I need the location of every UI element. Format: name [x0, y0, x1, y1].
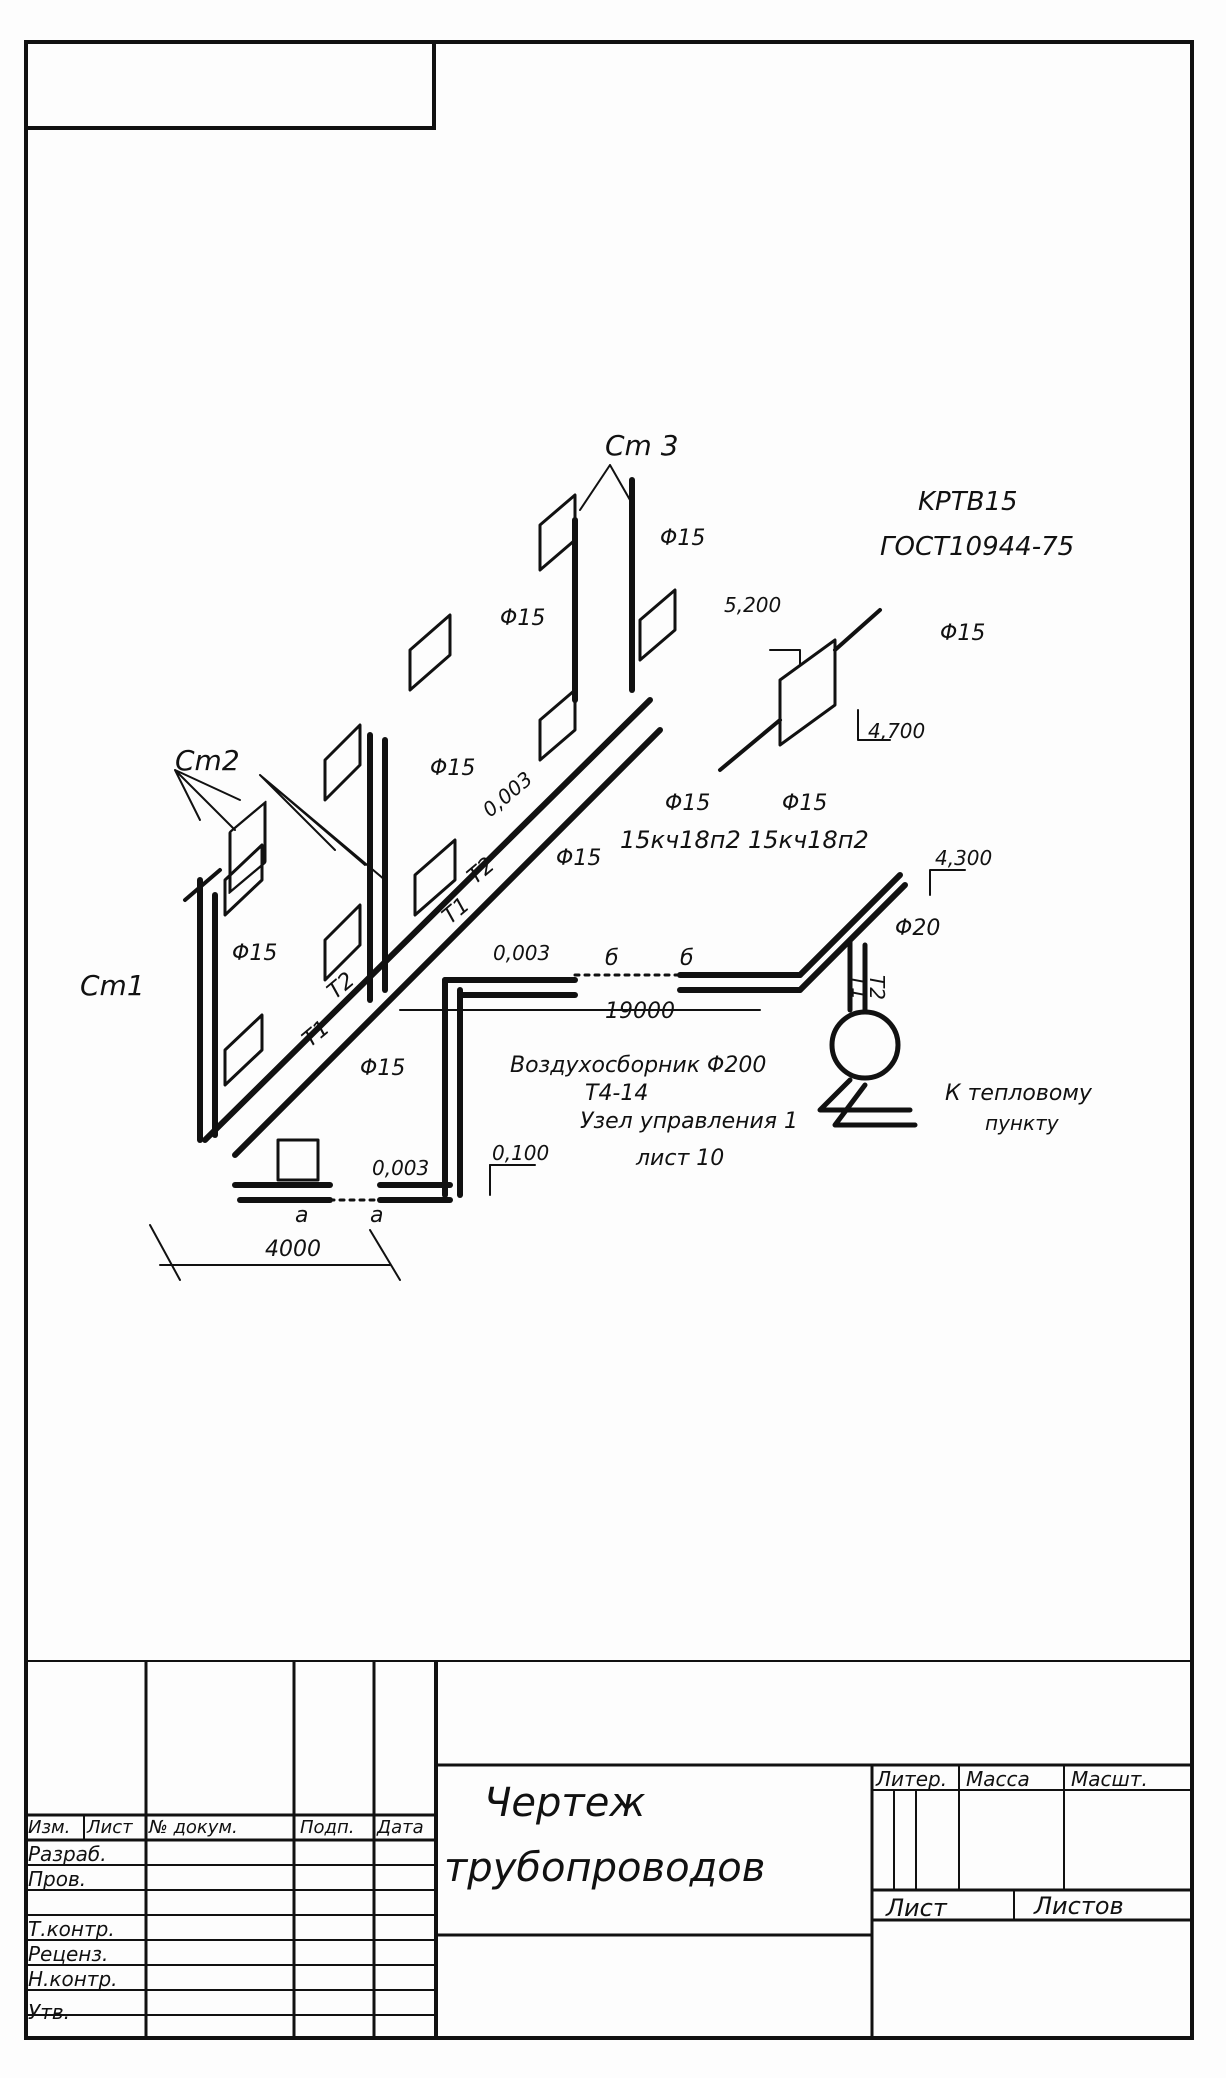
- label-b-1: б: [605, 946, 619, 971]
- col-list: Лист: [87, 1817, 133, 1838]
- label-t2-upper: T2: [463, 853, 500, 890]
- label-a-2: a: [370, 1203, 383, 1228]
- label-krtv: KPTB15: [918, 487, 1018, 517]
- label-st1: Cm1: [80, 969, 145, 1002]
- label-t1: T1: [298, 1016, 335, 1053]
- label-punktu: пункту: [985, 1111, 1060, 1135]
- row-tkontr: Т.контр.: [28, 1917, 115, 1941]
- label-st3: Cm 3: [605, 429, 679, 462]
- drawing-title-line1: Чертеж: [484, 1780, 646, 1826]
- label-phi15-krtv: Φ15: [940, 621, 985, 646]
- label-gost: ГОСТ10944-75: [880, 532, 1074, 562]
- label-phi15-st1: Φ15: [232, 941, 277, 966]
- cell-massa: Масса: [966, 1767, 1030, 1791]
- label-b-2: б: [680, 946, 694, 971]
- label-slope-2: 0,003: [372, 1156, 429, 1180]
- air-collector: [829, 1009, 901, 1081]
- label-phi15-st3b: Φ15: [500, 606, 545, 631]
- row-razrab: Разраб.: [28, 1842, 107, 1866]
- col-izm: Изм.: [28, 1817, 71, 1838]
- label-elev-0100: 0,100: [492, 1141, 549, 1165]
- label-valve2: 15кч18п2: [748, 826, 869, 854]
- pipe-t1-main: [202, 697, 653, 1143]
- drawing-frame: [24, 40, 1194, 2040]
- label-a-1: a: [295, 1203, 308, 1228]
- label-phi15-valve2: Φ15: [782, 791, 827, 816]
- label-slope-1: 0,003: [493, 941, 550, 965]
- top-left-stamp-box: [24, 40, 436, 130]
- col-data: Дата: [377, 1817, 424, 1838]
- label-phi15-st2: Φ15: [430, 756, 475, 781]
- label-k-teplovomu: К тепловому: [945, 1081, 1093, 1106]
- col-podp: Подп.: [300, 1817, 355, 1838]
- label-vozd: Воздухосборник Φ200: [510, 1053, 766, 1078]
- label-t414: T4-14: [585, 1081, 648, 1106]
- label-valve1: 15кч18п2: [620, 826, 741, 854]
- label-phi20: Φ20: [895, 916, 940, 941]
- cell-sheet: Лист: [886, 1894, 947, 1922]
- label-phi15-valve1: Φ15: [665, 791, 710, 816]
- label-t2: T2: [323, 968, 360, 1005]
- label-phi15-st3: Φ15: [660, 526, 705, 551]
- label-elev-4300: 4,300: [935, 846, 992, 870]
- label-dim-19000: 19000: [605, 999, 675, 1024]
- label-elev-5200: 5,200: [724, 593, 781, 617]
- label-st2: Cm2: [175, 744, 240, 777]
- row-prov: Пров.: [28, 1867, 87, 1891]
- label-t1-vertical: T1: [847, 975, 871, 1000]
- label-phi15-t1b: Φ15: [360, 1056, 405, 1081]
- cell-sheets: Листов: [1034, 1892, 1124, 1920]
- label-elev-4700: 4,700: [868, 719, 925, 743]
- row-recenz: Реценз.: [28, 1942, 109, 1966]
- cell-masshtab: Масшт.: [1071, 1767, 1148, 1791]
- col-doc: № докум.: [149, 1817, 238, 1838]
- pipe-t2-main: [232, 727, 663, 1158]
- label-dim-4000: 4000: [265, 1237, 321, 1262]
- label-slope-3: 0,003: [478, 767, 537, 822]
- label-t2-vertical: T2: [865, 975, 889, 1000]
- row-utv: Утв.: [28, 2000, 70, 2024]
- label-uzel: Узел управления 1: [580, 1109, 798, 1134]
- title-block-grid: [24, 1660, 1194, 2040]
- row-nkontr: Н.контр.: [28, 1967, 118, 1991]
- label-phi15-t1: Φ15: [556, 846, 601, 871]
- cell-liter: Литер.: [876, 1767, 948, 1791]
- drawing-title-line2: трубопроводов: [444, 1845, 766, 1891]
- label-list10: лист 10: [635, 1146, 724, 1171]
- title-block: Чертеж трубопроводов Изм. Лист № докум. …: [24, 1660, 1194, 2040]
